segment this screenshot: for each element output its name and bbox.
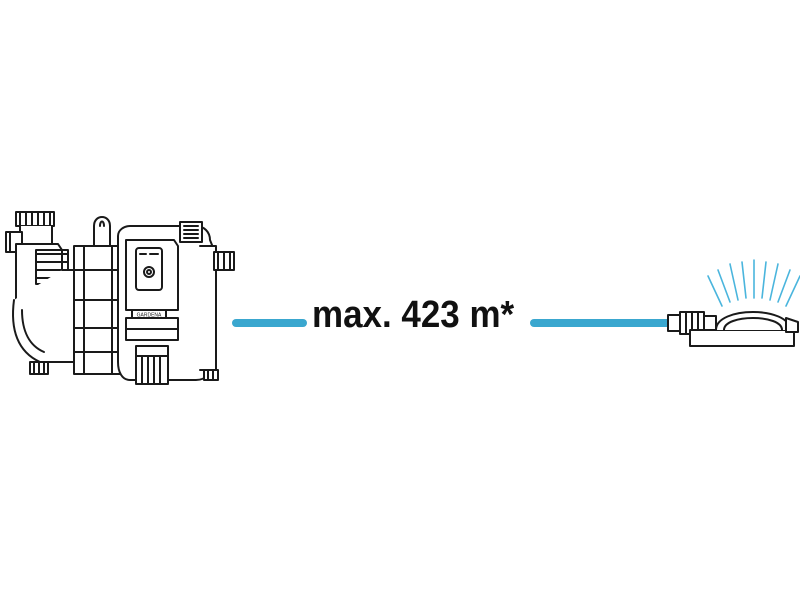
sprinkler-icon [667, 259, 800, 347]
pump-brand-label: GARDENA [137, 313, 162, 319]
max-distance-label: max. 423 m* [312, 294, 515, 336]
garden-pump-icon: GARDENA [5, 211, 235, 385]
